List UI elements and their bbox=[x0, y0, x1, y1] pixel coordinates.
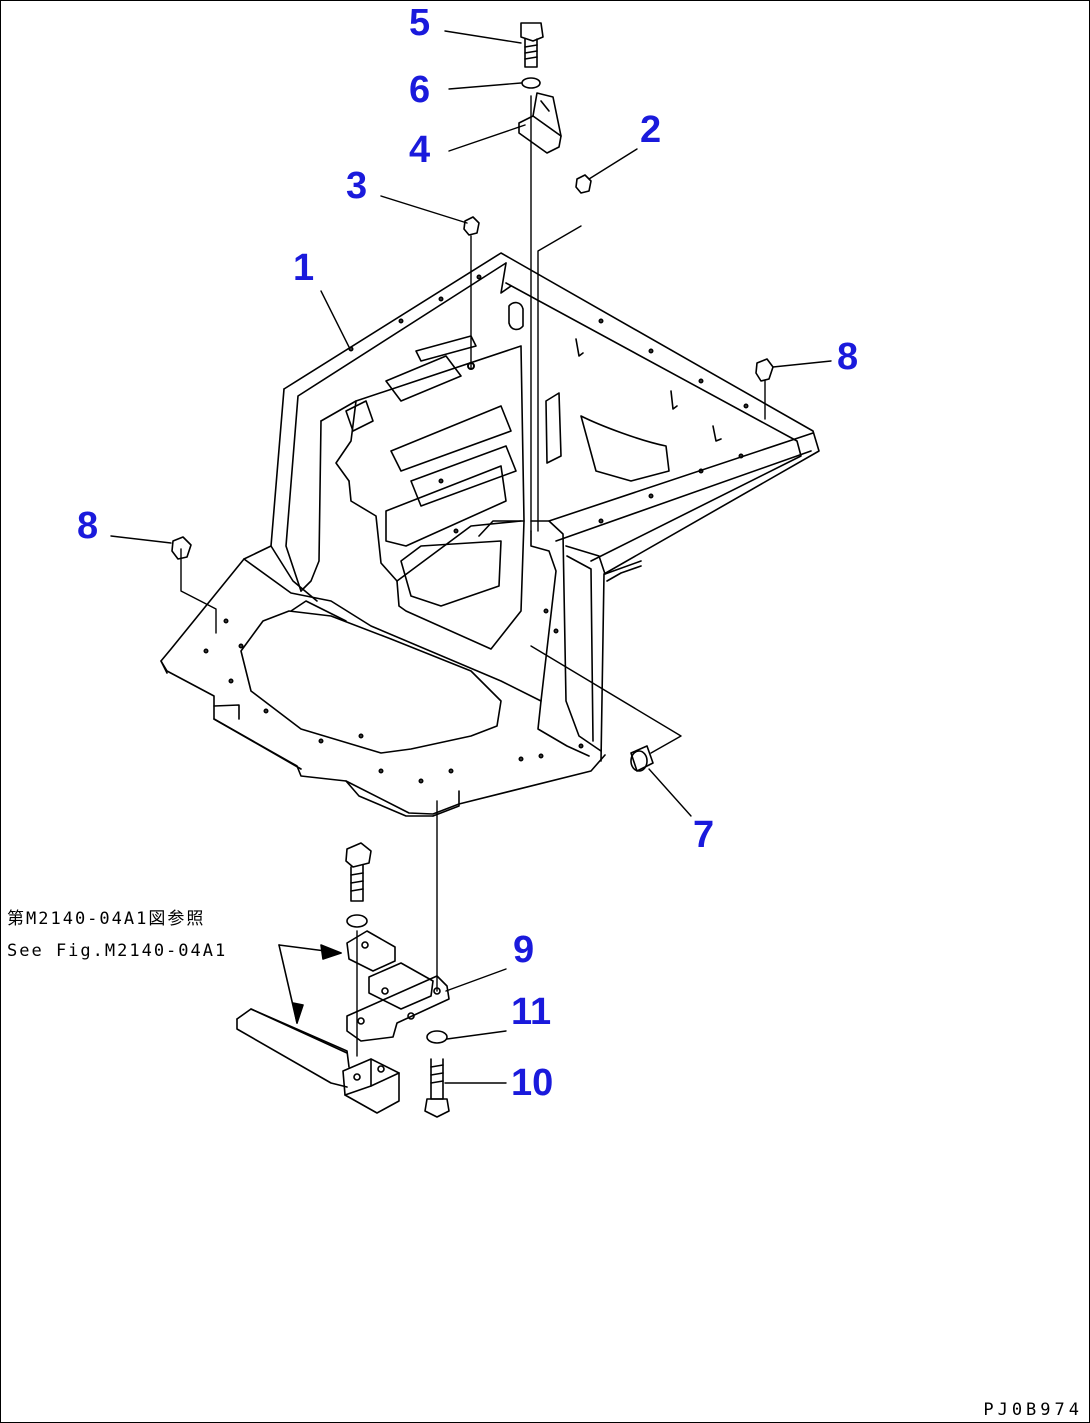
reference-note-english: See Fig.M2140-04A1 bbox=[7, 941, 228, 961]
callout-4: 4 bbox=[409, 129, 431, 171]
callout-2: 2 bbox=[640, 109, 662, 151]
nut-part-8-right bbox=[755, 358, 774, 382]
callout-1: 1 bbox=[293, 247, 315, 289]
leader-lines bbox=[110, 30, 832, 1084]
callout-6: 6 bbox=[409, 69, 431, 111]
reference-note-japanese: 第M2140-04A1図参照 bbox=[7, 909, 206, 929]
assembly-lines bbox=[180, 95, 766, 1057]
callout-7: 7 bbox=[693, 814, 715, 856]
bracket-part-4 bbox=[518, 92, 562, 154]
drawing-id: PJ0B974 bbox=[983, 1400, 1083, 1420]
nut-part-2 bbox=[575, 174, 592, 194]
callout-8-left: 8 bbox=[77, 505, 99, 547]
callout-11: 11 bbox=[511, 991, 552, 1033]
floor-frame bbox=[160, 252, 820, 817]
callout-8-right: 8 bbox=[837, 336, 859, 378]
plug-part-7 bbox=[630, 745, 654, 772]
mount-assembly bbox=[236, 842, 450, 1118]
bolt-part-5 bbox=[520, 22, 544, 68]
callout-3: 3 bbox=[346, 165, 368, 207]
callout-10: 10 bbox=[511, 1062, 554, 1104]
callout-9: 9 bbox=[513, 929, 535, 971]
nut-part-3 bbox=[463, 216, 480, 236]
callout-5: 5 bbox=[409, 2, 431, 44]
nut-part-8-left bbox=[171, 536, 192, 560]
washer-part-6 bbox=[521, 77, 541, 89]
